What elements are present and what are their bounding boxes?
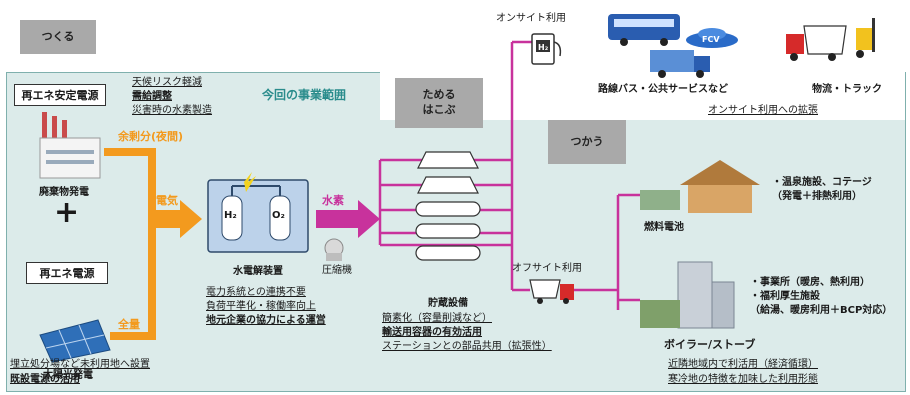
storage-note-3: ステーションとの部品共用（拡張性）	[382, 341, 552, 352]
bus-caption: 路線バス・公共サービスなど	[598, 84, 728, 95]
fcv-label: FCV	[702, 35, 720, 44]
h2-sign: H₂	[538, 43, 549, 52]
storage-note-1: 簡素化（容量削減など）	[382, 313, 492, 324]
fuel-cell-note-2: （発電＋排熱利用）	[772, 191, 862, 202]
h2-cell-label: H₂	[224, 210, 237, 221]
buildings-icon	[640, 261, 735, 329]
boiler-label: ボイラー/ストーブ	[664, 338, 756, 351]
solar-panel-icon	[39, 319, 111, 363]
boiler-note-1: ・事業所（暖房、熱利用）	[750, 277, 870, 288]
solar-plant-label: 太陽光発電	[43, 370, 93, 381]
waste-plant-icon	[39, 112, 101, 179]
scope-label: 今回の事業範囲	[262, 88, 347, 102]
bus-icon	[608, 14, 680, 46]
storage-containers	[415, 151, 481, 261]
boiler-note-2: ・福利厚生施設	[750, 291, 820, 302]
electrolyzer-note-3: 地元企業の協力による運営	[206, 315, 326, 326]
electricity-label: 電気	[156, 194, 178, 207]
solar-note-2: 既設電源の活用	[10, 374, 80, 385]
logistics-caption: 物流・トラック	[812, 84, 882, 95]
waste-plant-label: 廃棄物発電	[39, 187, 89, 198]
h2-station-icon	[531, 33, 562, 65]
onsite-expansion: オンサイト利用への拡張	[708, 105, 818, 116]
offsite-title: オフサイト利用	[512, 263, 582, 274]
fuel-cell-note-1: ・温泉施設、コテージ	[772, 177, 872, 188]
stable-power-box: 再エネ安定電源	[14, 84, 106, 106]
logistics-truck-icon	[786, 25, 847, 61]
storage-label: 貯蔵設備	[428, 298, 468, 309]
offsite-footer-1: 近隣地域内で利活用（経済循環）	[668, 359, 818, 370]
hydrogen-arrow	[316, 200, 380, 238]
solar-note-1: 埋立処分場など未利用地へ設置	[10, 359, 150, 370]
stage-tameru-hakobu: ためる はこぶ	[395, 78, 483, 128]
renewable-power-box: 再エネ電源	[26, 262, 108, 284]
all-output-label: 全量	[118, 318, 140, 331]
electrolyzer-label: 水電解装置	[233, 266, 283, 277]
electrolyzer-note-1: 電力系統との連携不要	[206, 287, 306, 298]
fcv-car-icon	[686, 28, 738, 48]
electricity-arrows	[104, 148, 202, 340]
stage-tsukuru: つくる	[20, 20, 96, 54]
electrolyzer-icon	[207, 172, 309, 253]
surplus-label: 余剰分(夜間)	[118, 130, 184, 143]
compressor-icon	[324, 238, 344, 261]
hydrogen-label: 水素	[322, 194, 344, 207]
plus-sign: +	[54, 195, 80, 230]
offsite-footer-2: 寒冷地の特徴を加味した利用形態	[668, 374, 818, 385]
compressor-label: 圧縮機	[322, 265, 352, 276]
stable-note-3: 災害時の水素製造	[132, 105, 212, 116]
offsite-truck-icon	[529, 279, 574, 304]
stage-tsukau: つかう	[548, 120, 626, 164]
electrolyzer-note-2: 負荷平準化・稼働率向上	[206, 301, 316, 312]
garbage-truck-icon	[650, 50, 710, 78]
cottage-icon	[640, 160, 760, 213]
boiler-note-3: （給湯、暖房利用＋BCP対応）	[750, 305, 893, 316]
forklift-icon	[856, 18, 875, 58]
stable-note-1: 天候リスク軽減	[132, 77, 202, 88]
stable-note-2: 需給調整	[132, 91, 172, 102]
o2-cell-label: O₂	[272, 210, 285, 221]
storage-note-2: 輸送用容器の有効活用	[382, 327, 482, 338]
fuel-cell-label: 燃料電池	[644, 222, 684, 233]
onsite-title: オンサイト利用	[496, 13, 566, 24]
